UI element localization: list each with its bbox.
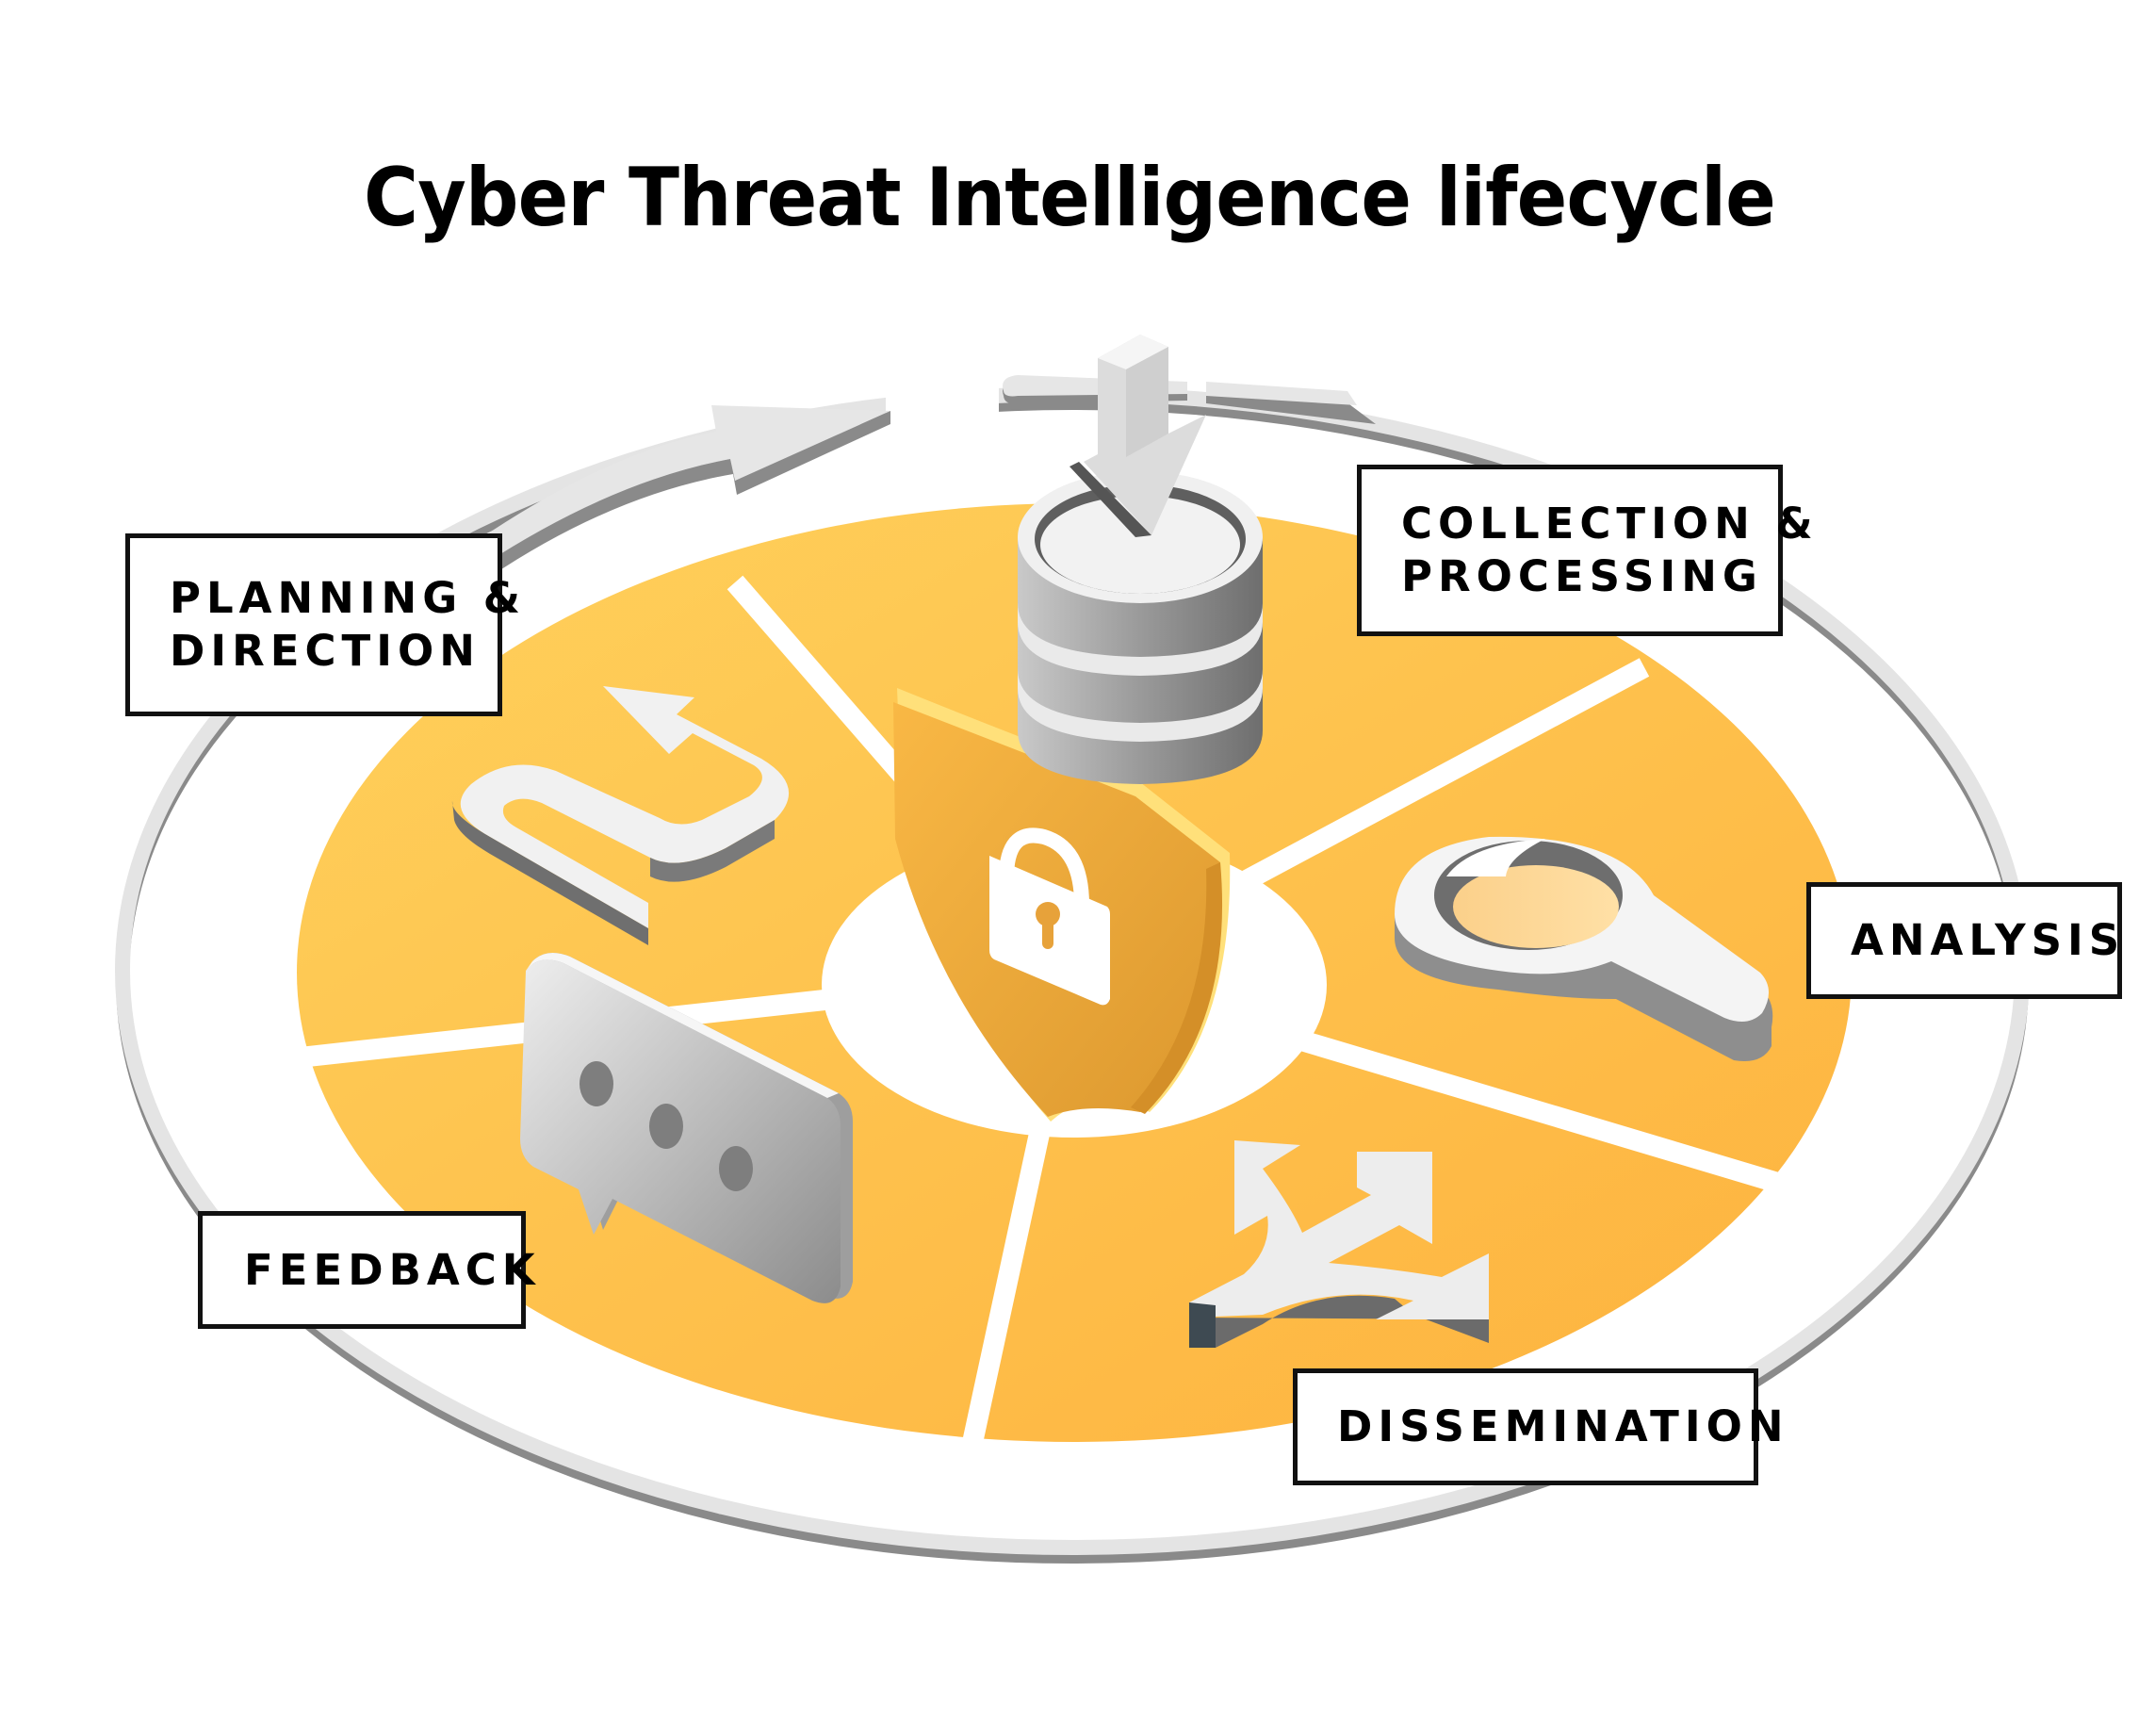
stage-label-line: ANALYSIS bbox=[1851, 915, 2126, 965]
stage-label-line: PROCESSING bbox=[1401, 551, 1763, 601]
speech-bubble-icon bbox=[520, 953, 853, 1303]
stage-label-line: COLLECTION & bbox=[1401, 499, 1819, 549]
shield-lock-icon bbox=[893, 688, 1231, 1122]
lock-icon bbox=[989, 827, 1110, 1006]
winding-arrow-icon bbox=[451, 686, 790, 945]
stage-label-analysis: ANALYSIS bbox=[1806, 882, 2122, 999]
diagram-title: Cyber Threat Intelligence lifecycle bbox=[364, 151, 1776, 245]
stage-label-line: FEEDBACK bbox=[244, 1244, 541, 1295]
stage-label-collection: COLLECTION & PROCESSING bbox=[1357, 465, 1819, 636]
split-arrows-icon bbox=[1189, 1140, 1489, 1348]
cycle-direction-arrow-icon bbox=[462, 405, 890, 577]
stage-label-planning: PLANNING & DIRECTION bbox=[125, 533, 527, 716]
database-download-icon bbox=[1003, 335, 1376, 784]
magnifying-glass-icon bbox=[1395, 836, 1773, 1061]
stage-label-dissemination: DISSEMINATION bbox=[1293, 1368, 1789, 1485]
stage-label-feedback: FEEDBACK bbox=[198, 1211, 541, 1329]
stage-label-line: DIRECTION bbox=[170, 626, 481, 676]
stage-label-line: DISSEMINATION bbox=[1337, 1401, 1789, 1451]
stage-label-line: PLANNING & bbox=[170, 573, 527, 623]
